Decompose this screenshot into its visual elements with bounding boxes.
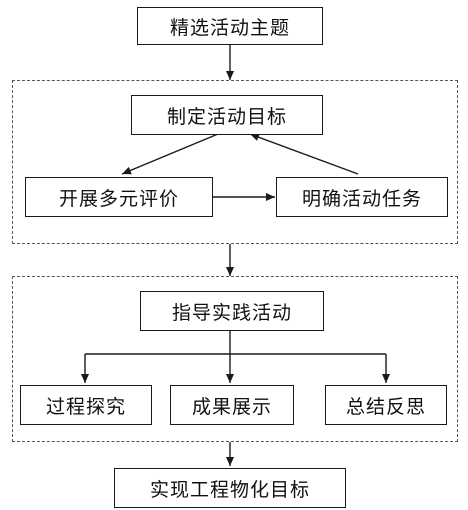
node-evaluate: 开展多元评价	[25, 177, 213, 217]
practice-group	[12, 276, 458, 442]
arrow-goal-to-evaluate	[121, 133, 219, 175]
node-clarify-task: 明确活动任务	[276, 177, 448, 217]
node-engineering-goal: 实现工程物化目标	[114, 468, 346, 508]
node-select-theme: 精选活动主题	[137, 7, 323, 45]
node-reflect: 总结反思	[325, 385, 447, 425]
node-set-goal: 制定活动目标	[131, 95, 323, 135]
node-show-results: 成果展示	[170, 385, 294, 425]
arrow-task-to-goal	[249, 133, 359, 175]
node-explore: 过程探究	[20, 385, 152, 425]
planning-group	[12, 80, 458, 244]
node-guide-practice: 指导实践活动	[140, 291, 324, 331]
